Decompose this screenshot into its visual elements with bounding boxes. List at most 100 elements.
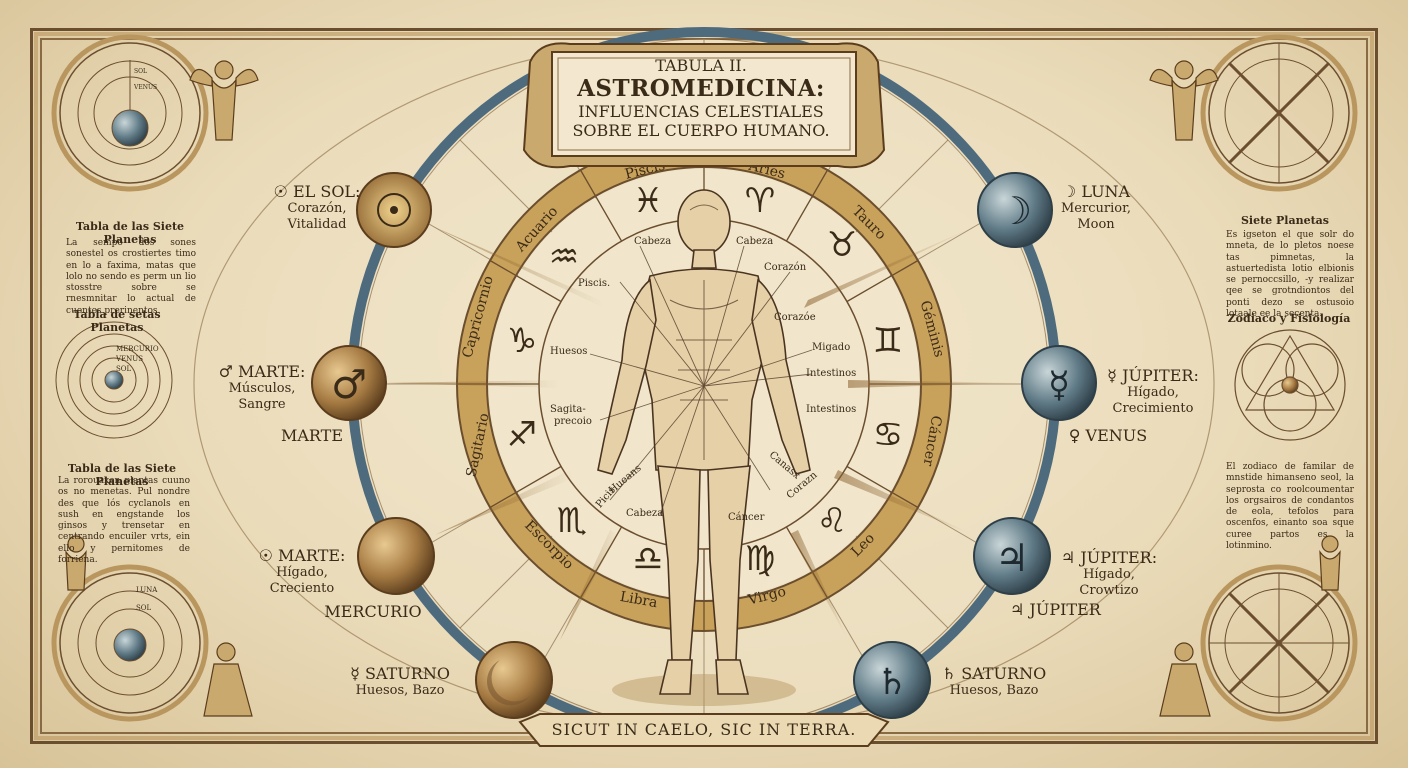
motto-ribbon — [518, 713, 890, 747]
label-marte2-name: ☉ MARTE: — [258, 546, 346, 565]
planet-saturn-icon: ♄ — [853, 641, 931, 719]
label-jupiter2-line2: Crowtizo — [1079, 582, 1139, 598]
label-saturno-left-line1: Huesos, Bazo — [355, 683, 445, 699]
right-heading-2: Zodiaco y Fisiología — [1227, 312, 1351, 325]
cancer-glyph-icon: ♋ — [873, 415, 903, 455]
right-top-wheel-icon — [1200, 34, 1358, 192]
orbit-label-sol: SOL — [116, 365, 132, 373]
scholar-bottom-right-icon — [1159, 642, 1211, 717]
title-line1: TABULA II. — [655, 56, 747, 75]
cherub-top-left-icon — [189, 60, 259, 141]
label-sol-name: ☉ EL SOL: — [273, 182, 361, 201]
planet-mercurio-icon — [357, 517, 435, 595]
label-marte-line1: Músculos, — [228, 381, 296, 397]
label-saturno-left-name: ☿ SATURNO — [350, 664, 450, 683]
label-saturno-right-line1: Huesos, Bazo — [949, 683, 1039, 699]
cherub-bottom-left-icon — [65, 535, 87, 591]
body-label-precoio: precoio — [554, 416, 592, 427]
title-line2: ASTROMEDICINA: — [577, 75, 825, 102]
title-cartouche — [522, 42, 886, 169]
left-orbit-labels: MERCURIO VENUS SOL — [116, 344, 159, 374]
corner-top-label-venus: VENUS — [134, 84, 158, 91]
pisces-glyph-icon: ♓ — [633, 181, 663, 221]
left-text-1: La sempo dos sones sonestel os crostiert… — [66, 238, 196, 316]
caption-marte: MARTE — [280, 426, 344, 445]
taurus-glyph-icon: ♉ — [827, 225, 857, 265]
aries-glyph-icon: ♈ — [745, 181, 775, 221]
sagittarius-glyph-icon: ♐ — [507, 415, 537, 455]
title-line4: SOBRE EL CUERPO HUMANO. — [572, 121, 830, 140]
cherub-top-right-icon — [1149, 60, 1219, 141]
orbit-label-mercurio: MERCURIO — [116, 345, 159, 353]
orbit-label-venus: VENUS — [116, 355, 143, 363]
label-jupiter-line2: Crecimiento — [1112, 400, 1194, 416]
label-luna-line1: Mercurior, — [1061, 201, 1131, 217]
label-sol-line2: Vitalidad — [287, 216, 347, 232]
label-jupiter2: ♃ JÚPITER: Hígado, Crowtizo — [1054, 548, 1164, 598]
label-jupiter-name: ☿ JÚPITER: — [1107, 366, 1199, 385]
body-label-intestinos1: Intestinos — [806, 368, 857, 379]
label-luna: ☽ LUNA Mercurior, Moon — [1046, 182, 1146, 232]
title-block: TABULA II. ASTROMEDICINA: INFLUENCIAS CE… — [556, 54, 846, 150]
planet-moon-bronze-icon — [475, 641, 553, 719]
title-line3: INFLUENCIAS CELESTIALES — [578, 102, 824, 121]
zodiac-libra: Libra — [619, 589, 659, 611]
right-text-1: Es igseton el que solr do mneta, de lo p… — [1226, 230, 1354, 319]
body-label-piscis: Piscis. — [578, 278, 611, 289]
label-luna-name: ☽ LUNA — [1061, 182, 1131, 201]
left-text-3: La rorouaxen plantas cuuno os no menetas… — [58, 476, 190, 565]
gemini-glyph-icon: ♊ — [873, 321, 903, 361]
corner-bottom-label-luna: LUNA — [136, 586, 158, 594]
body-label-cabeza1: Cabeza — [634, 236, 672, 247]
body-label-cabeza2: Cabeza — [736, 236, 774, 247]
label-marte-name: ♂ MARTE: — [218, 362, 306, 381]
capricorn-glyph-icon: ♑ — [507, 321, 537, 361]
svg-text:☿: ☿ — [1048, 365, 1070, 406]
left-heading-3: Tabla de las Siete Planetas — [67, 462, 177, 488]
label-jupiter: ☿ JÚPITER: Hígado, Crecimiento — [1098, 366, 1208, 416]
label-luna-line2: Moon — [1077, 216, 1115, 232]
label-marte2: ☉ MARTE: Hígado, Creciento — [252, 546, 352, 596]
label-sol-line1: Corazón, — [287, 201, 347, 217]
zodiac-glyphs: ♓ ♈ ♉ ♊ ♋ ♌ ♍ ♎ ♏ ♐ ♑ ♒ — [507, 181, 903, 579]
left-top-armillary-icon — [51, 34, 209, 192]
body-label-huesos: Huesos — [550, 346, 588, 357]
left-bottom-armillary-icon — [51, 564, 209, 722]
corner-top-label-sol: SOL — [134, 68, 148, 75]
body-label-cabeza3: Cabeza — [626, 508, 664, 519]
svg-text:♂: ♂ — [331, 362, 367, 408]
label-jupiter-line1: Hígado, — [1127, 385, 1179, 401]
body-label-corazon1: Corazón — [764, 262, 807, 273]
label-sol: ☉ EL SOL: Corazón, Vitalidad — [262, 182, 372, 232]
right-bottom-wheel-icon — [1200, 564, 1358, 722]
svg-text:☽: ☽ — [998, 189, 1032, 233]
body-label-sagita: Sagita- — [550, 404, 586, 415]
planet-sol-icon — [356, 172, 432, 248]
cherub-decorations — [65, 60, 1341, 717]
planet-marte-icon: ♂ — [311, 345, 387, 421]
label-saturno-right: ♄ SATURNO Huesos, Bazo — [934, 664, 1054, 699]
scholar-bottom-left-icon — [203, 642, 253, 717]
label-marte: ♂ MARTE: Músculos, Sangre — [212, 362, 312, 412]
body-label-corazon2: Corazóe — [774, 312, 816, 323]
scorpio-glyph-icon: ♏ — [557, 501, 587, 541]
body-label-cancer: Cáncer — [728, 512, 765, 523]
label-marte2-line2: Creciento — [269, 580, 335, 596]
left-orbit-diagram — [55, 321, 173, 439]
label-marte-line2: Sangre — [238, 396, 286, 412]
corner-bottom-label-sol: SOL — [136, 604, 152, 612]
cherub-bottom-right-icon — [1319, 535, 1341, 591]
body-label-intestinos2: Intestinos — [806, 404, 857, 415]
planet-mercury-slate-icon: ☿ — [1021, 345, 1097, 421]
corner-top-labels: SOL VENUS — [134, 64, 157, 96]
label-marte2-line1: Hígado, — [276, 565, 328, 581]
right-text-3: El zodiaco de familar de mnstide himanse… — [1226, 462, 1354, 551]
svg-text:♃: ♃ — [995, 536, 1029, 580]
caption-venus: ♀ VENUS — [1068, 426, 1148, 445]
label-jupiter2-name: ♃ JÚPITER: — [1060, 548, 1158, 567]
caption-mercurio: MERCURIO — [324, 602, 422, 621]
planet-jupiter-icon: ♃ — [973, 517, 1051, 595]
label-saturno-left: ☿ SATURNO Huesos, Bazo — [340, 664, 460, 699]
right-heading-1: Siete Planetas — [1240, 214, 1329, 227]
